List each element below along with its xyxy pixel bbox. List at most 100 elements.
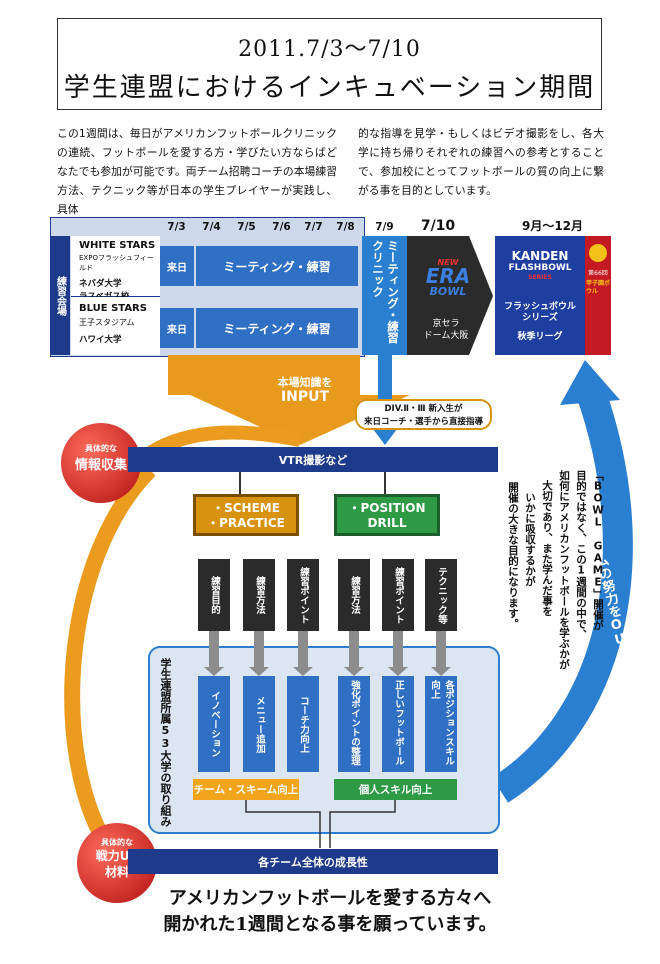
- cat-position-1: ・POSITION: [348, 501, 426, 515]
- date-7-7: 7/7: [304, 220, 323, 233]
- dark-label: テクニック等: [436, 566, 447, 624]
- div-label-1: DIV.Ⅱ・Ⅲ 新入生が: [384, 404, 463, 414]
- dark-box: 練習ポイント: [382, 559, 414, 631]
- white-stars-name: WHITE STARS: [79, 240, 156, 251]
- vtr-bar: VTR撮影など: [128, 447, 498, 472]
- closing-message: アメリカンフットボールを愛する方々へ 開かれた1週間となる事を願っています。: [0, 886, 660, 938]
- closing-line-1: アメリカンフットボールを愛する方々へ: [168, 888, 492, 909]
- connector: [239, 472, 241, 494]
- dark-box: テクニック等: [425, 559, 457, 631]
- koshien-sub: 第66回: [588, 270, 608, 277]
- date-7-6: 7/6: [272, 220, 291, 233]
- venue-label-bg: 練習会場: [50, 236, 70, 355]
- intro-left: この1週間は、毎日がアメリカンフットボールクリニックの連続、フットボールを愛する…: [57, 127, 337, 216]
- kanden-logo2: FLASHBOWL: [508, 263, 572, 273]
- koshien-clip: 第66回 甲子園ボウル: [585, 236, 611, 355]
- dark-box: 練習方法: [338, 559, 370, 631]
- team-up-bar: チーム・スキーム向上: [193, 779, 299, 800]
- right-text-1: 「BOWL GAME」開催が: [592, 470, 604, 631]
- blue-box: コーチ力向上: [287, 676, 319, 772]
- kanden-text: フラッシュボウル シリーズ 秋季リーグ: [499, 302, 581, 343]
- blue-box: 各ポジションスキル向上: [425, 676, 457, 772]
- div-label-2: 来日コーチ・選手から直接指導: [363, 417, 483, 427]
- dark-label: 練習方法: [349, 576, 360, 614]
- venue-label: 練習会場: [54, 275, 66, 316]
- right-text-6: 開催の大きな目的になります。: [507, 482, 519, 629]
- cat-position-2: DRILL: [367, 516, 407, 530]
- circle-power-big: 戦力UP: [95, 849, 139, 863]
- dark-box: 練習目的: [198, 559, 230, 631]
- blue-activity: ミーティング・練習: [196, 308, 358, 348]
- growth-bar: 各チーム全体の成長性: [128, 849, 498, 874]
- right-text-2: 目的ではなく、この1週間の中で、: [575, 470, 587, 640]
- date-7-8: 7/8: [336, 220, 355, 233]
- date-7-5: 7/5: [237, 220, 256, 233]
- kanden-line2: シリーズ: [522, 313, 558, 323]
- blue-stars-venue: 王子スタジアム: [79, 318, 135, 327]
- title-main: 学生連盟におけるインキュベーション期間: [63, 73, 596, 103]
- kanden-box: [495, 236, 585, 355]
- new-era-logo-bowl: BOWL: [429, 285, 467, 298]
- intro-right: 的な指導を見学・もしくはビデオ撮影をし、各大学に持ち帰りそれぞれの練習への参考と…: [358, 127, 604, 197]
- div-label: DIV.Ⅱ・Ⅲ 新入生が 来日コーチ・選手から直接指導: [355, 399, 492, 430]
- white-activity: ミーティング・練習: [196, 246, 358, 286]
- right-text-block: 「BOWL GAME」開催が 目的ではなく、この1週間の中で、 如何にアメリカン…: [498, 462, 606, 682]
- circle-power-small: 具体的な: [101, 838, 133, 847]
- side-label: 学生連盟所属53大学の取り組み: [159, 658, 172, 827]
- title-box: 2011.7/3〜7/10 学生連盟におけるインキュベーション期間: [57, 18, 602, 110]
- dark-box: 練習ポイント: [287, 559, 319, 631]
- blue-label: コーチ力向上: [298, 695, 309, 753]
- kanden-line3: 秋季リーグ: [517, 332, 563, 342]
- dark-label: 練習ポイント: [298, 566, 309, 624]
- title-dates: 2011.7/3〜7/10: [238, 37, 421, 62]
- blue-label: メニュー追加: [254, 695, 265, 753]
- blue-label: 各ポジションスキル向上: [429, 680, 454, 766]
- blue-label: 強化ポイントの整理: [349, 680, 360, 766]
- koshien-badge: [589, 244, 607, 262]
- right-text-4: 大切であり、また学んだ事を: [541, 480, 553, 617]
- white-stars-school1: ネバダ大学: [79, 279, 122, 289]
- kanden-logo1: KANDEN: [511, 249, 569, 263]
- closing-line-2: 開かれた1週間となる事を願っています。: [163, 914, 497, 935]
- white-arrival: 来日: [160, 246, 194, 286]
- cat-scheme: ・SCHEME ・PRACTICE: [193, 494, 299, 536]
- dark-label: 練習ポイント: [393, 566, 404, 624]
- date-7-10: 7/10: [420, 217, 456, 234]
- input-label-1: 本場知識を: [277, 376, 333, 389]
- white-stars-cell: WHITE STARS EXPOフラッシュフィールド ネバダ大学 ラスベガス校: [71, 236, 160, 302]
- clinic-label: ミーティング・練習クリニック: [371, 239, 400, 344]
- new-era-chevron: [407, 236, 493, 355]
- blue-box: 正しいフットボール: [382, 676, 414, 772]
- date-7-9: 7/9: [375, 220, 394, 233]
- clinic-cell: ミーティング・練習クリニック: [362, 236, 408, 355]
- blue-box: メニュー追加: [243, 676, 275, 772]
- new-era-place-2: ドーム大阪: [423, 331, 469, 341]
- new-era-place-1: 京セラ: [432, 319, 460, 329]
- cat-scheme-2: ・PRACTICE: [207, 516, 285, 530]
- new-era-logo-main: ERA: [425, 264, 471, 288]
- input-label: 本場知識を INPUT: [240, 375, 370, 405]
- input-label-2: INPUT: [280, 389, 330, 405]
- cat-position: ・POSITION DRILL: [334, 494, 440, 536]
- blue-stars-school: ハワイ大学: [79, 335, 122, 345]
- right-text-5: いかに吸収するかが: [524, 492, 536, 587]
- kanden-line1: フラッシュボウル: [503, 302, 576, 312]
- blue-stars-cell: BLUE STARS 王子スタジアム ハワイ大学: [71, 297, 160, 355]
- circle-info: 具体的な 情報収集: [61, 423, 141, 503]
- circle-info-small: 具体的な: [85, 444, 117, 453]
- date-7-4: 7/4: [202, 220, 221, 233]
- date-7-3: 7/3: [167, 220, 186, 233]
- cat-scheme-1: ・SCHEME: [212, 501, 280, 515]
- koshien-main: 甲子園ボウル: [586, 280, 611, 295]
- blue-label: イノベーション: [209, 690, 220, 758]
- dark-box: 練習方法: [243, 559, 275, 631]
- blue-arrival: 来日: [160, 308, 194, 348]
- blue-box: イノベーション: [198, 676, 230, 772]
- blue-stars-name: BLUE STARS: [79, 303, 147, 314]
- circle-info-big: 情報収集: [74, 458, 127, 473]
- circle-power-big2: 材料: [104, 865, 129, 879]
- new-era-place: 京セラ ドーム大阪: [415, 318, 477, 342]
- blue-label: 正しいフットボール: [393, 680, 404, 766]
- right-text-3: 如何にアメリカンフットボールを学ぶかが: [558, 470, 570, 670]
